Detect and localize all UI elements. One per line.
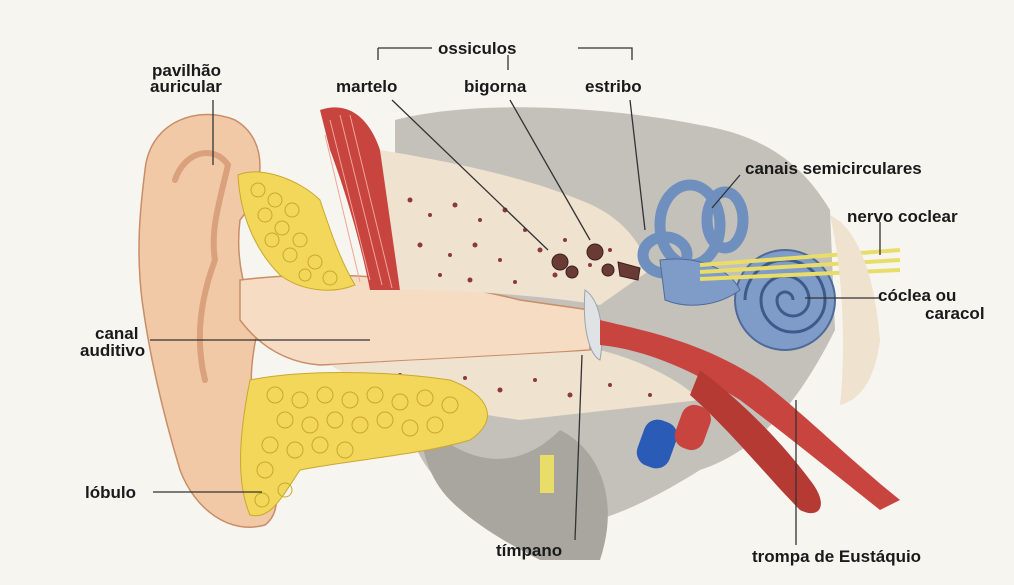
label-martelo: martelo [336,78,397,95]
right-tissue [830,215,880,405]
label-pavilhao-line2: auricular [150,78,222,95]
label-timpano: tímpano [496,542,562,559]
nerve-stub [540,455,554,493]
label-canais-semicirculares: canais semicirculares [745,160,922,177]
label-lobulo: lóbulo [85,484,136,501]
label-bigorna: bigorna [464,78,526,95]
label-nervo-coclear: nervo coclear [847,208,958,225]
upper-fat-tissue [238,172,355,290]
label-coclea-line1: cóclea ou [878,287,956,304]
label-canal-line2: auditivo [80,342,145,359]
label-canal-line1: canal [95,325,138,342]
label-estribo: estribo [585,78,642,95]
label-trompa-eustaquio: trompa de Eustáquio [752,548,921,565]
label-ossiculos: ossiculos [438,40,516,57]
label-coclea-line2: caracol [925,305,985,322]
